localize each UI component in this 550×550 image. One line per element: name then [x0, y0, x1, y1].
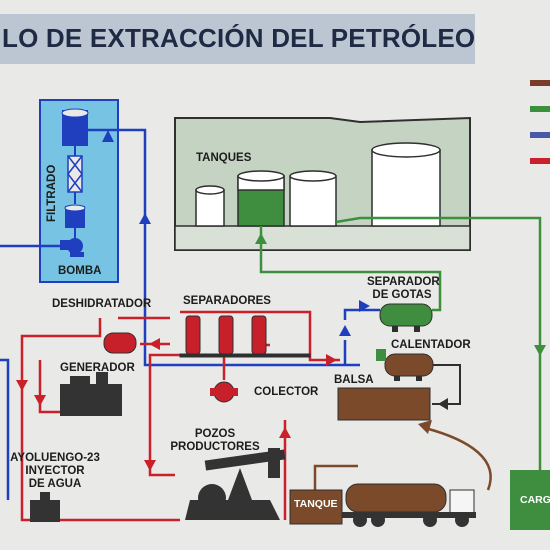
legend-blue-swatch — [530, 132, 550, 138]
legend-green-swatch — [530, 106, 550, 112]
pozos-line1: POZOS — [194, 428, 236, 440]
separador-gotas-line2: DE GOTAS — [372, 289, 432, 301]
collector-icon — [210, 381, 238, 403]
title-bar — [0, 14, 475, 64]
legend — [530, 80, 550, 164]
filter-icon — [61, 108, 89, 238]
product-arrows — [255, 233, 546, 356]
tank-icon — [195, 142, 441, 227]
injector-icon — [30, 492, 60, 522]
generador-label: GENERADOR — [60, 362, 135, 374]
ayoluengo-line2: INYECTOR — [25, 465, 85, 477]
separador-gotas-label: SEPARADOR DE GOTAS — [367, 276, 440, 302]
separator-icon — [379, 303, 433, 332]
filtrado-label: FILTRADO — [46, 164, 58, 222]
tanques-label: TANQUES — [196, 152, 252, 164]
water-arrows — [102, 130, 370, 336]
balsa-pond — [337, 387, 431, 421]
tank-base — [174, 225, 471, 251]
water-lines — [0, 128, 380, 500]
heater-icon — [376, 349, 434, 381]
colector-label: COLECTOR — [254, 386, 319, 398]
tanker-truck-icon — [340, 483, 476, 527]
bomba-label: BOMBA — [58, 265, 102, 277]
ayoluengo-label: AYOLUENGO-23 INYECTOR DE AGUA — [10, 452, 100, 491]
tanque-label: TANQUE — [294, 498, 338, 510]
ayoluengo-line3: DE AGUA — [28, 478, 82, 490]
pozos-line2: PRODUCTORES — [170, 441, 260, 453]
legend-red-swatch — [530, 158, 550, 164]
tanque-box — [289, 489, 343, 525]
product-lines — [259, 216, 542, 470]
calentador-label: CALENTADOR — [391, 339, 471, 351]
legend-brown-swatch — [530, 80, 550, 86]
deshidratador-label: DESHIDRATADOR — [52, 298, 152, 310]
separador-gotas-line1: SEPARADOR — [367, 276, 440, 288]
oil-arrows — [16, 338, 337, 471]
separator-icon — [179, 315, 311, 358]
carga-label: CARG — [520, 494, 550, 506]
separadores-label: SEPARADORES — [183, 295, 271, 307]
dehydrator-icon — [103, 332, 137, 354]
balsa-label: BALSA — [334, 374, 374, 386]
oil-pumpjack-icon — [185, 448, 286, 520]
pozos-label: POZOS PRODUCTORES — [165, 428, 265, 454]
page-title: LO DE EXTRACCIÓN DEL PETRÓLEO — [2, 23, 476, 53]
carga-box — [510, 470, 550, 530]
ayoluengo-line1: AYOLUENGO-23 — [10, 452, 100, 464]
brown-lines — [313, 426, 492, 491]
generator-icon — [60, 372, 122, 416]
